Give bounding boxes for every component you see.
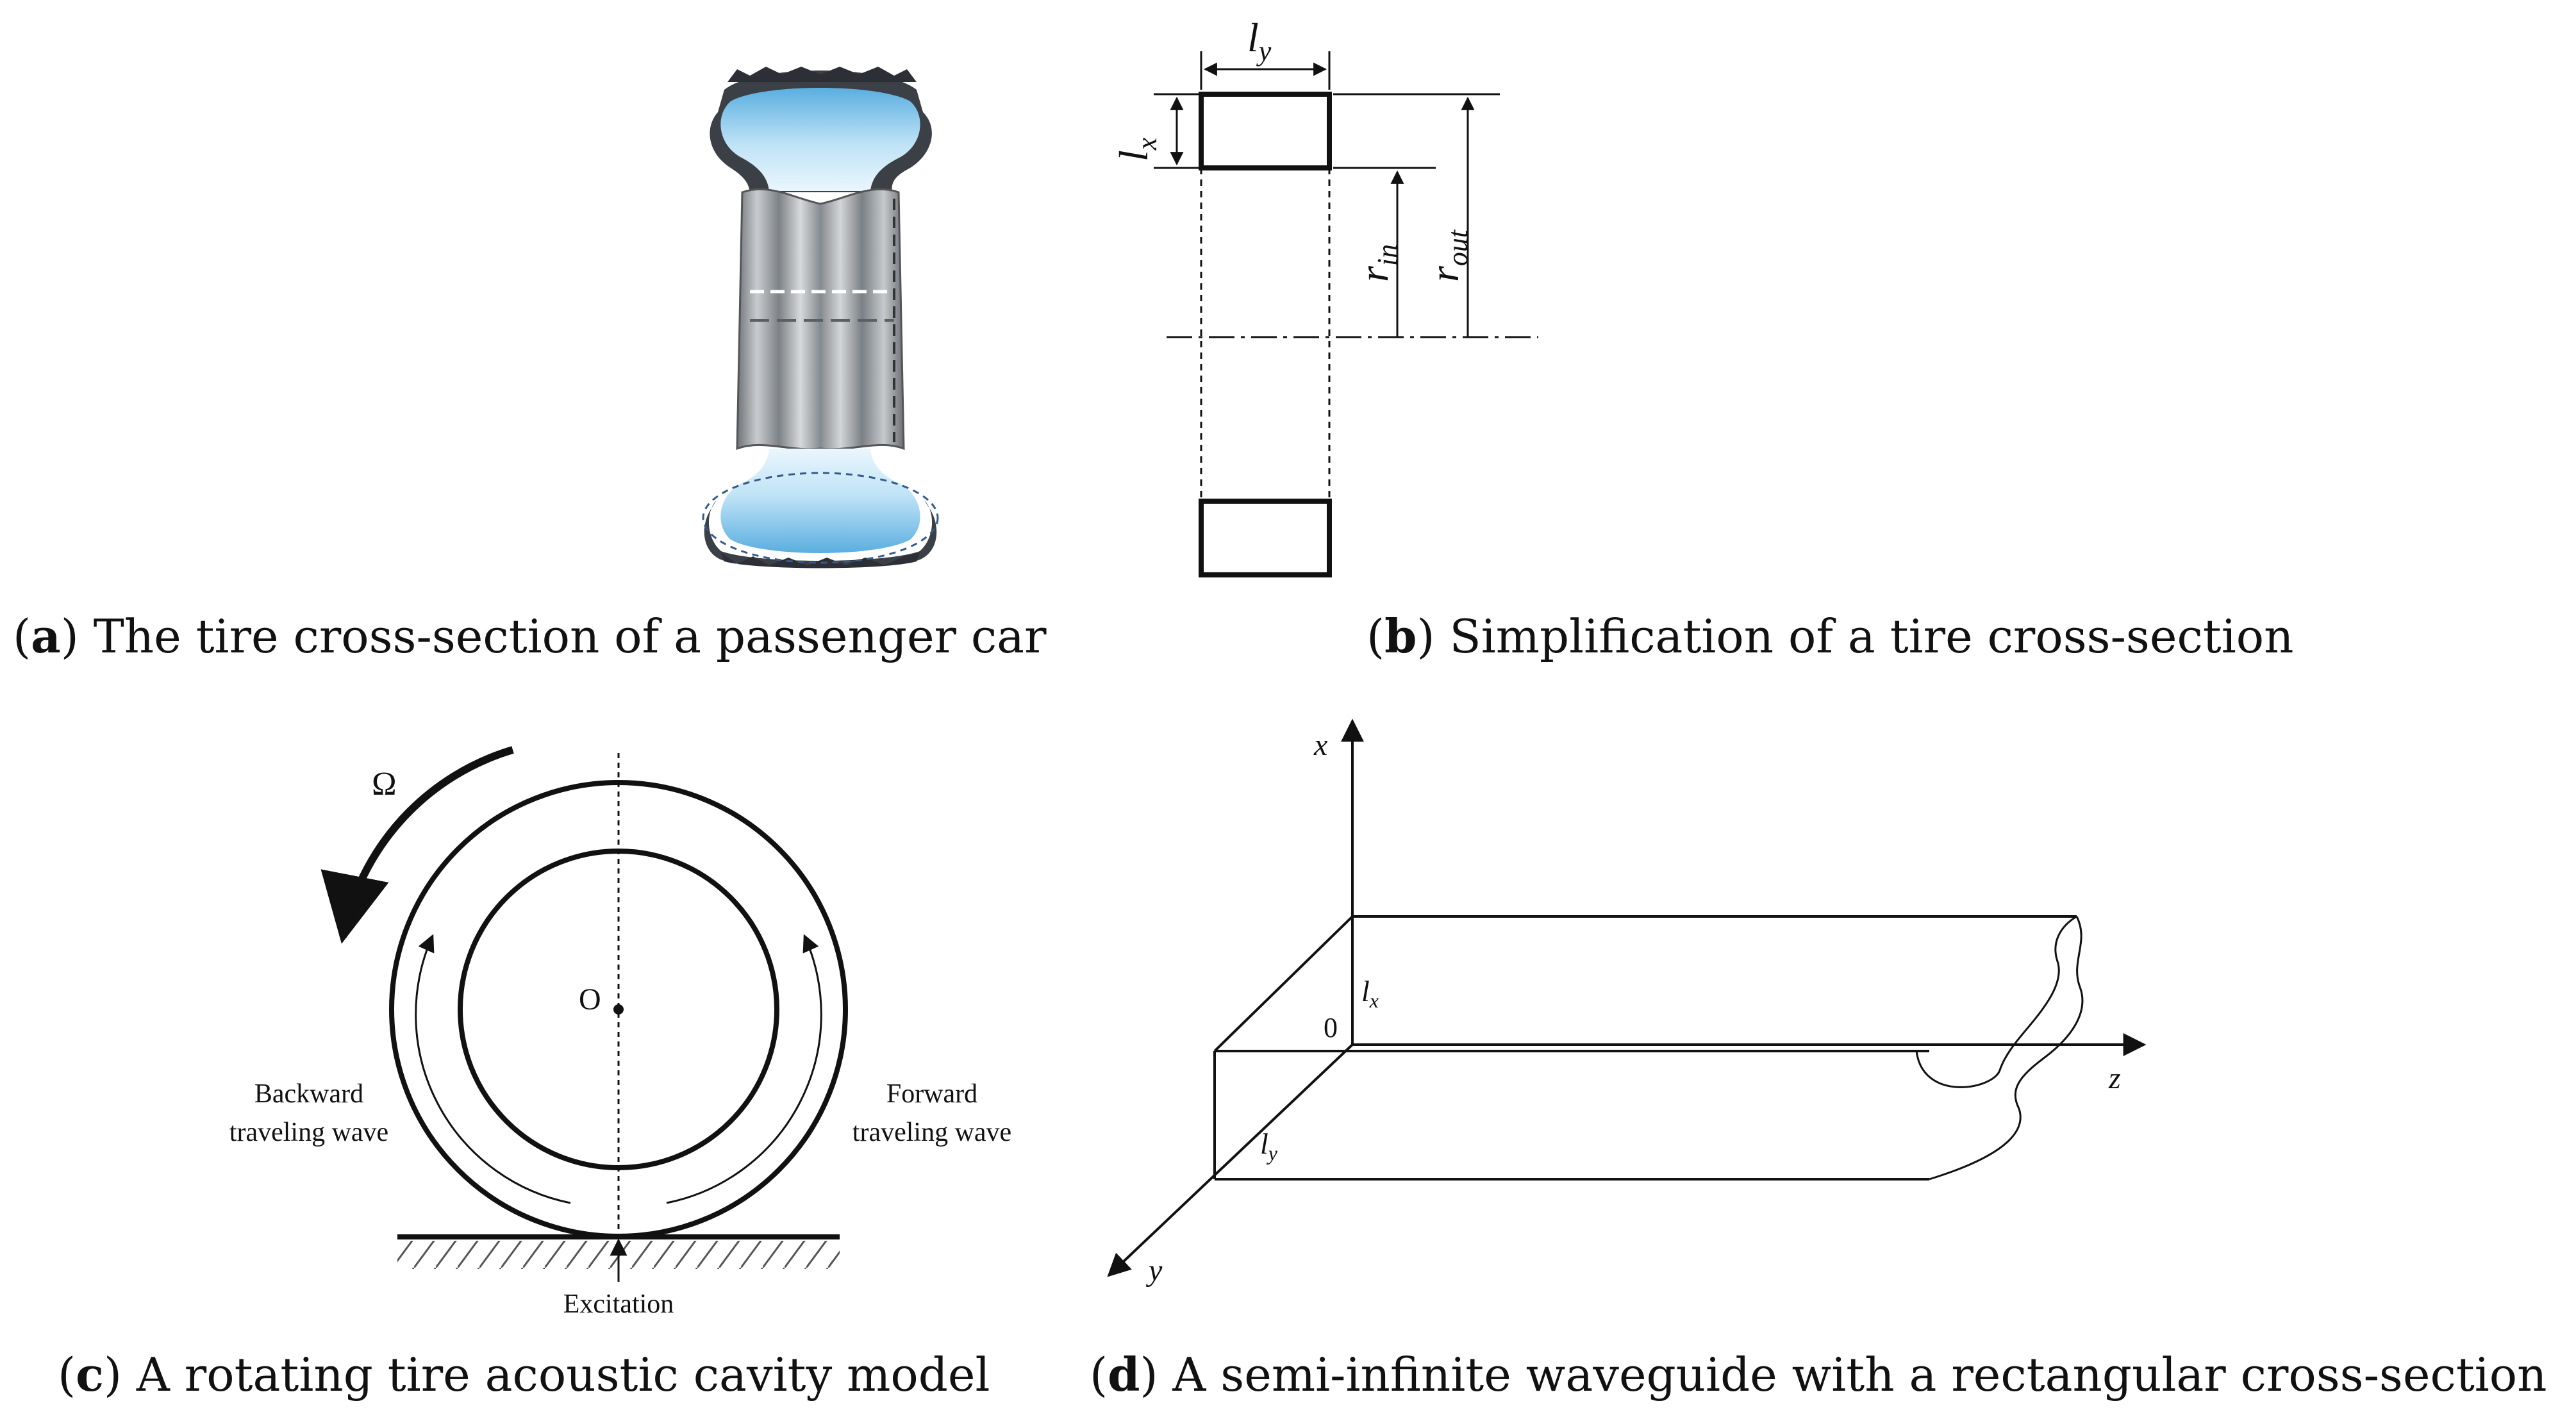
ly-label: ly bbox=[1247, 15, 1272, 67]
simplified-cross-section bbox=[1154, 51, 1538, 577]
lx-label-d: lx bbox=[1361, 975, 1379, 1012]
backward-wave-label-1: Backward bbox=[254, 1079, 363, 1109]
upper-cross-section-rect bbox=[1199, 92, 1332, 170]
y-axis-label: y bbox=[1145, 1254, 1163, 1288]
ly-label-d: ly bbox=[1260, 1127, 1278, 1164]
center-point bbox=[613, 1004, 624, 1015]
lower-cross-section-rect bbox=[1199, 499, 1332, 577]
forward-wave-label-1: Forward bbox=[886, 1079, 977, 1109]
x-axis-label: x bbox=[1313, 728, 1327, 762]
caption-c: (c) A rotating tire acoustic cavity mode… bbox=[58, 1347, 990, 1402]
y-axis bbox=[1107, 1043, 1354, 1277]
excitation-label: Excitation bbox=[563, 1289, 674, 1319]
omega-label: Ω bbox=[372, 766, 397, 802]
rotation-arrow bbox=[320, 746, 514, 944]
r-in-label: rin bbox=[1351, 244, 1403, 282]
origin-label: O bbox=[579, 982, 601, 1016]
caption-d: (d) A semi-infinite waveguide with a rec… bbox=[1090, 1347, 2547, 1402]
tire-cross-section-illustration bbox=[702, 67, 939, 568]
forward-wave-label-2: traveling wave bbox=[852, 1118, 1011, 1147]
origin-zero-label: 0 bbox=[1324, 1012, 1338, 1043]
backward-wave-label-2: traveling wave bbox=[229, 1118, 388, 1147]
z-axis-label: z bbox=[2108, 1061, 2121, 1095]
rotating-tire-model bbox=[320, 746, 848, 1282]
lx-label: lx bbox=[1111, 137, 1163, 162]
forward-wave-arrow bbox=[666, 934, 822, 1204]
caption-a: (a) The tire cross-section of a passenge… bbox=[13, 609, 1047, 663]
r-out-label: rout bbox=[1422, 229, 1474, 282]
backward-wave-arrow bbox=[415, 934, 571, 1204]
caption-b: (b) Simplification of a tire cross-secti… bbox=[1367, 609, 2293, 663]
waveguide-model bbox=[1107, 718, 2147, 1277]
